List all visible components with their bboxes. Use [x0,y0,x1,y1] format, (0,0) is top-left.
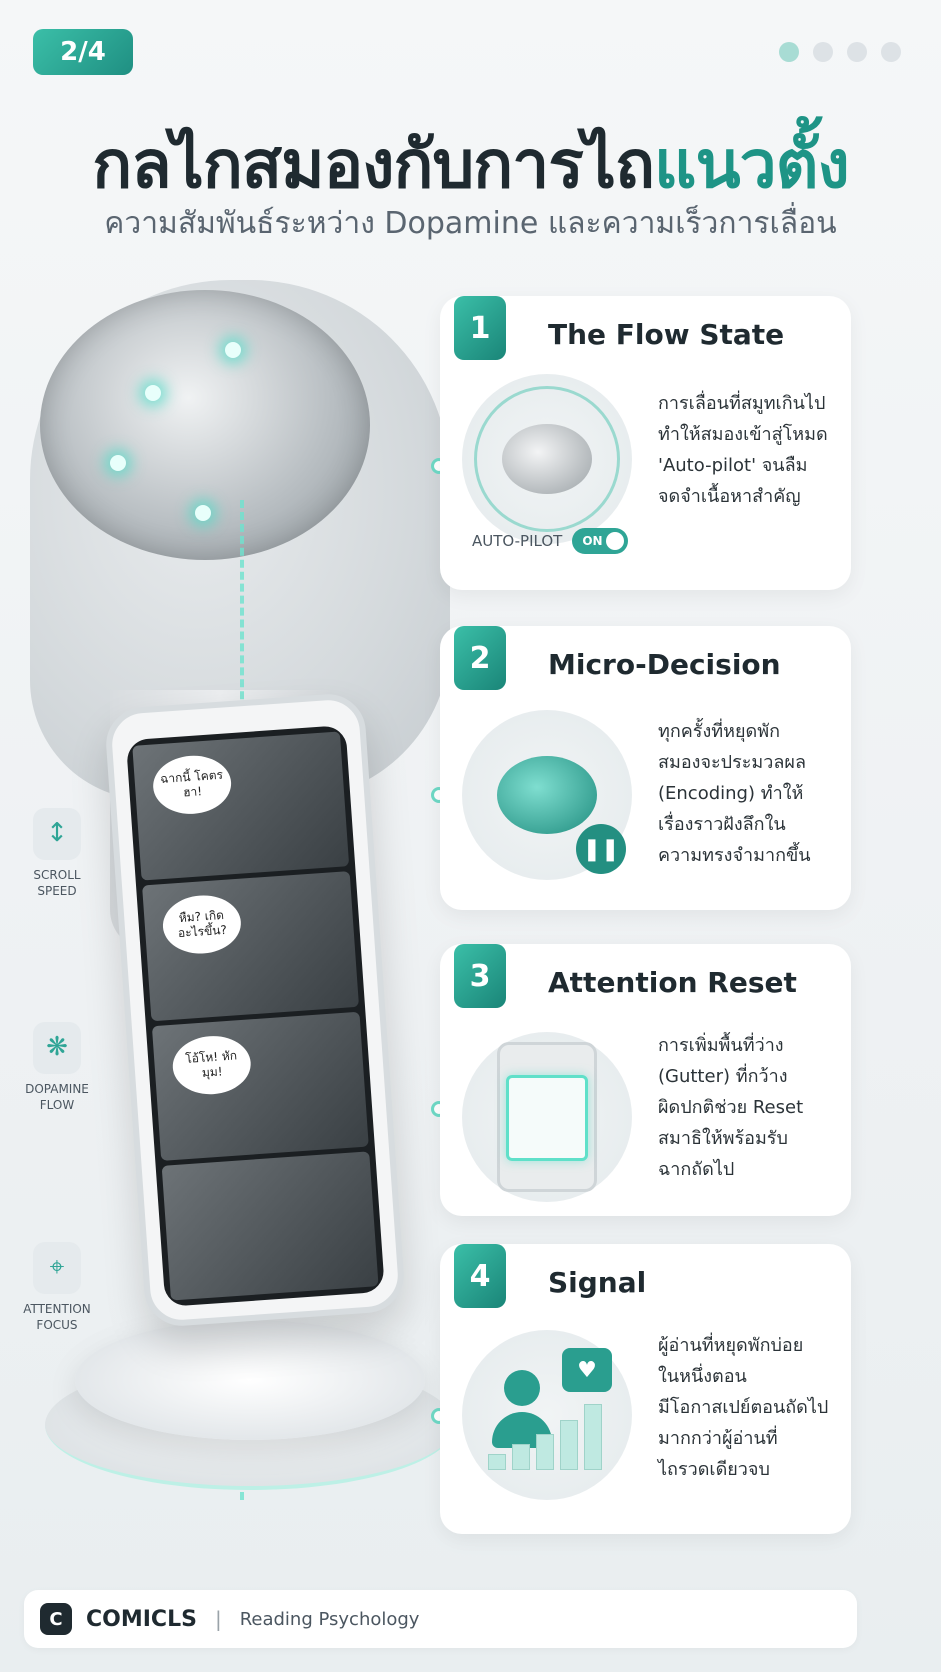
footer-separator: | [214,1607,222,1631]
card-line: สมาธิให้พร้อมรับ [658,1128,788,1149]
card-title: Attention Reset [548,966,797,999]
side-label-line: SCROLL [33,868,81,882]
card-number: 2 [454,626,506,690]
side-label-dopamine-flow: ❋ DOPAMINE FLOW [18,1022,96,1113]
card-line: (Gutter) ที่กว้าง [658,1066,788,1087]
title-part-2: แนวตั้ง [653,126,850,203]
card-number: 4 [454,1244,506,1308]
pagination-dot[interactable] [881,42,901,62]
pagination-dot[interactable] [813,42,833,62]
heart-icon: ♥ [562,1348,612,1392]
side-label-line: SPEED [37,883,77,898]
signal-visual: ♥ [462,1330,632,1500]
chart-bar [536,1434,554,1470]
card-attention-reset: 3 Attention Reset การเพิ่มพื้นที่ว่าง (G… [440,944,851,1216]
speech-bubble: โอ้โห! หักมุม! [170,1033,253,1097]
card-line: การเพิ่มพื้นที่ว่าง [658,1035,784,1056]
pagination-dot[interactable] [779,42,799,62]
card-line: 'Auto-pilot' จนลืม [658,455,808,476]
side-label-attention-focus: ⌖ ATTENTION FOCUS [18,1242,96,1333]
card-line: มีโอกาสเปย์ตอนถัดไป [658,1397,829,1418]
card-line: การเลื่อนที่สมูทเกินไป [658,393,826,414]
autopilot-toggle[interactable]: ON [572,528,629,554]
chart-bar [488,1454,506,1470]
brand-name: COMICLS [86,1606,197,1632]
brain-icon: ❋ [33,1022,81,1074]
card-line: เรื่องราวฝังลึกใน [658,814,786,835]
chart-bar [512,1444,530,1470]
glow-node [110,455,126,471]
card-description: ทุกครั้งที่หยุดพัก สมองจะประมวลผล (Encod… [658,716,843,871]
card-line: ผิดปกติช่วย Reset [658,1097,804,1118]
progress-ring [474,386,620,532]
side-label-line: FLOW [39,1097,75,1112]
card-micro-decision: 2 Micro-Decision ❚❚ ทุกครั้งที่หยุดพัก ส… [440,626,851,910]
card-description: ผู้อ่านที่หยุดพักบ่อย ในหนึ่งตอน มีโอกาส… [658,1330,843,1485]
card-number: 3 [454,944,506,1008]
phone-mockup: ฉากนี้ โคตรฮา! หืม? เกิดอะไรขึ้น? โอ้โห!… [103,691,407,1329]
pagination-dot[interactable] [847,42,867,62]
autopilot-label: AUTO-PILOT [472,532,563,550]
card-line: ทุกครั้งที่หยุดพัก [658,721,780,742]
page-subtitle: ความสัมพันธ์ระหว่าง Dopamine และความเร็ว… [104,206,837,241]
chart-bar [560,1420,578,1470]
card-line: จดจำเนื้อหาสำคัญ [658,486,801,507]
card-line: มากกว่าผู้อ่านที่ [658,1428,778,1449]
pagination-dots [779,42,901,62]
crosshair-icon: ⌖ [33,1242,81,1294]
speech-bubble: หืม? เกิดอะไรขึ้น? [160,893,243,957]
card-signal: 4 Signal ♥ ผู้อ่านที่หยุดพักบ่อย ในหนึ่ง… [440,1244,851,1534]
phone-icon [497,1042,597,1192]
footer-tagline: Reading Psychology [239,1608,420,1630]
card-description: การเพิ่มพื้นที่ว่าง (Gutter) ที่กว้าง ผิ… [658,1030,843,1185]
footer-bar: C COMICLS | Reading Psychology [24,1590,857,1648]
card-line: ในหนึ่งตอน [658,1366,747,1387]
micro-decision-visual: ❚❚ [462,710,632,880]
pedestal-top [75,1320,425,1440]
glow-node [145,385,161,401]
head-phone-illustration: ฉากนี้ โคตรฮา! หืม? เกิดอะไรขึ้น? โอ้โห!… [0,260,470,1550]
card-title: Signal [548,1266,647,1299]
side-label-line: ATTENTION [23,1302,91,1316]
side-label-scroll-speed: ↕ SCROLL SPEED [18,808,96,899]
card-line: ความทรงจำมากขึ้น [658,845,811,866]
page-title: กลไกสมองกับการไถแนวตั้ง [0,112,941,217]
comic-panel [161,1151,379,1301]
chart-bar [584,1404,602,1470]
arrows-vertical-icon: ↕ [33,808,81,860]
card-flow-state: 1 The Flow State การเลื่อนที่สมูทเกินไป … [440,296,851,590]
card-line: สมองจะประมวลผล [658,752,807,773]
card-title: Micro-Decision [548,648,781,681]
attention-reset-visual [462,1032,632,1202]
autopilot-indicator: AUTO-PILOT ON [472,528,629,554]
card-number: 1 [454,296,506,360]
gutter-frame [506,1075,588,1161]
side-label-line: FOCUS [36,1317,78,1332]
phone-screen[interactable]: ฉากนี้ โคตรฮา! หืม? เกิดอะไรขึ้น? โอ้โห!… [125,725,385,1307]
brain-icon [497,756,597,834]
autopilot-brain-visual [462,374,632,544]
pause-icon: ❚❚ [576,824,626,874]
card-line: (Encoding) ทำให้ [658,783,804,804]
growth-chart-icon [488,1404,602,1470]
card-line: ไถรวดเดียวจบ [658,1459,770,1480]
side-label-line: DOPAMINE [25,1082,89,1096]
glow-node [195,505,211,521]
brand-logo-icon: C [40,1603,72,1635]
comic-panel: โอ้โห! หักมุม! [151,1011,369,1161]
page-indicator: 2/4 [33,29,133,75]
title-part-1: กลไกสมองกับการไถ [92,126,655,203]
comic-panel: หืม? เกิดอะไรขึ้น? [142,871,359,1021]
comic-panel: ฉากนี้ โคตรฮา! [132,731,350,881]
glow-node [225,342,241,358]
card-title: The Flow State [548,318,785,351]
speech-bubble: ฉากนี้ โคตรฮา! [151,753,234,817]
card-description: การเลื่อนที่สมูทเกินไป ทำให้สมองเข้าสู่โ… [658,388,843,512]
card-line: ทำให้สมองเข้าสู่โหมด [658,424,828,445]
card-line: ฉากถัดไป [658,1159,735,1180]
card-line: ผู้อ่านที่หยุดพักบ่อย [658,1335,804,1356]
